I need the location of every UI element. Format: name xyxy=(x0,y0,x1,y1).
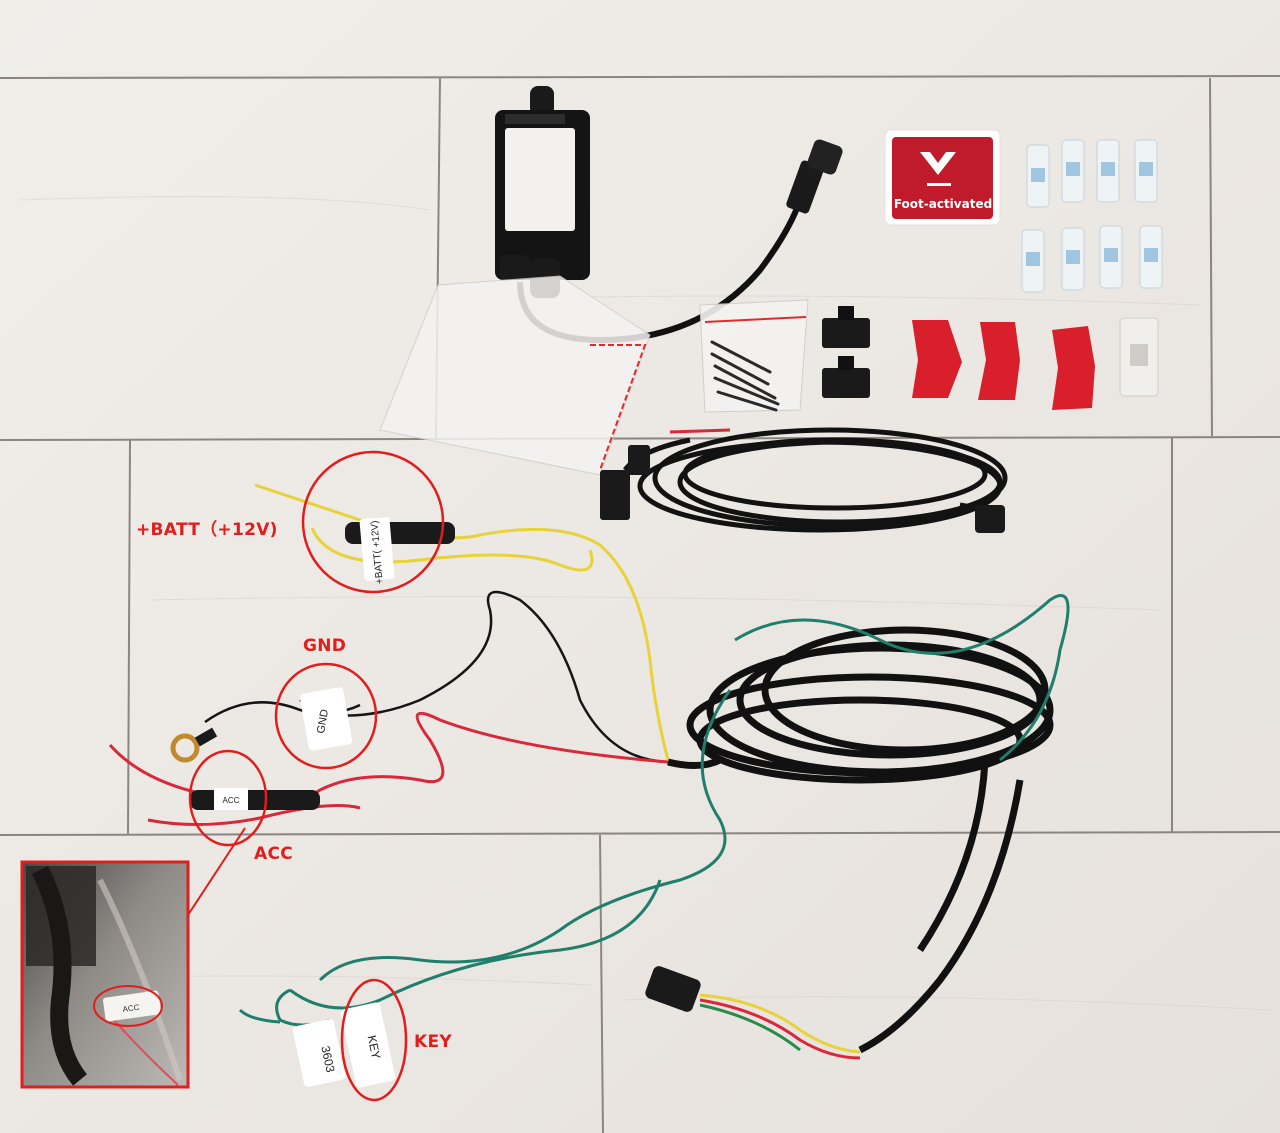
clear-bag xyxy=(379,275,651,476)
tag-key: KEY xyxy=(365,1034,384,1060)
callout-acc: ACC xyxy=(254,844,294,864)
signal-wires xyxy=(699,993,861,1060)
foot-activated-sticker: Foot-activated xyxy=(884,129,1001,226)
wire-tags-bottom: 3603 KEY xyxy=(292,1002,396,1088)
screw-bag xyxy=(699,299,809,413)
harness-connector xyxy=(645,966,701,1012)
inline-fuse-acc xyxy=(190,788,320,810)
wire-tags-upper: +BATT( +12V) GND ACC xyxy=(223,520,386,805)
highlight-circles xyxy=(188,450,445,1102)
inline-fuse-batt xyxy=(345,517,455,581)
control-module xyxy=(495,86,843,344)
mounting-clips xyxy=(822,306,870,398)
cable-connector xyxy=(600,445,1005,533)
ring-terminal xyxy=(170,727,218,763)
tag-3603: 3603 xyxy=(318,1045,337,1074)
callout-gnd: GND xyxy=(303,636,347,656)
yellow-wire xyxy=(254,483,670,761)
callout-batt: +BATT（+12V) xyxy=(136,520,278,540)
green-wire xyxy=(238,594,1070,1027)
tap-connectors xyxy=(912,317,1159,410)
inset-tag-acc: ACC xyxy=(122,1003,140,1014)
sticker-text: Foot-activated xyxy=(894,197,992,211)
inset-photo-acc: ACC xyxy=(20,827,246,1089)
blade-fuses xyxy=(1021,139,1163,293)
tag-acc: ACC xyxy=(223,796,240,805)
sensor-cable-coil xyxy=(623,427,1008,533)
callout-key: KEY xyxy=(414,1032,452,1052)
tag-gnd: GND xyxy=(315,708,331,734)
